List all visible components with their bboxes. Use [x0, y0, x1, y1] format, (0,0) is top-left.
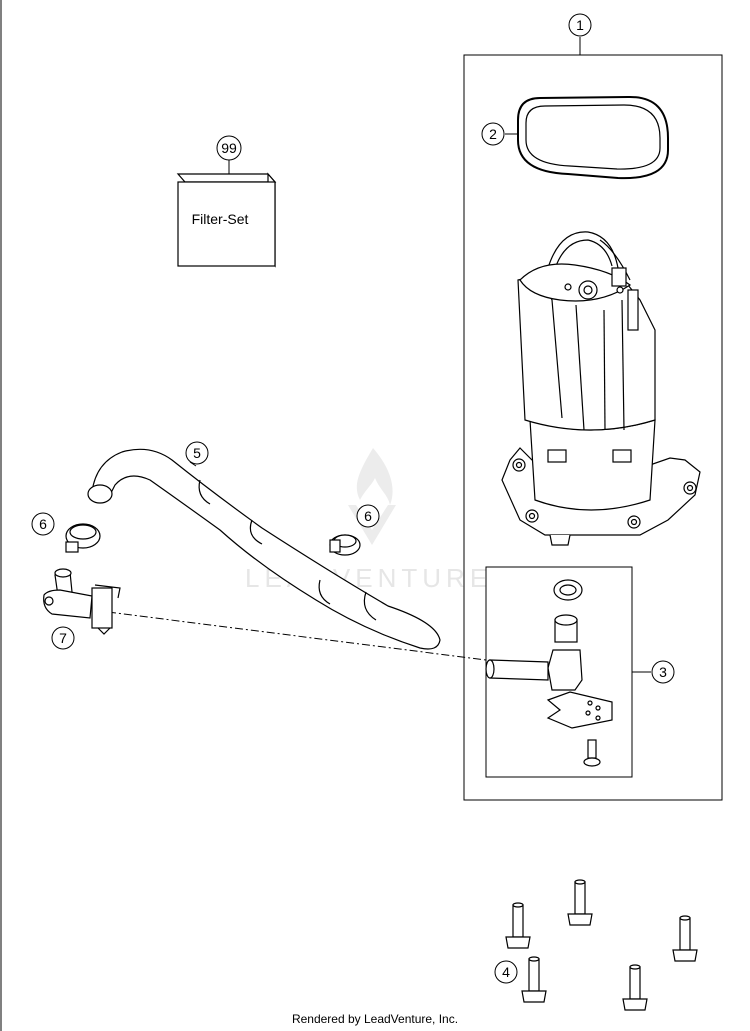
- bolt-3[interactable]: [672, 915, 698, 962]
- footer-credit: Rendered by LeadVenture, Inc.: [291, 1012, 459, 1026]
- screw[interactable]: [583, 739, 601, 767]
- quick-connector-part-7[interactable]: [43, 568, 121, 635]
- callout-4[interactable]: 4: [494, 960, 518, 984]
- bolt-4[interactable]: [521, 956, 547, 1003]
- bracket-plate[interactable]: [546, 691, 613, 729]
- callout-7[interactable]: 7: [51, 626, 75, 650]
- callout-2[interactable]: 2: [481, 122, 505, 146]
- bolt-5[interactable]: [622, 964, 648, 1011]
- callout-99-label: 99: [221, 140, 237, 156]
- callout-3-label: 3: [659, 664, 667, 680]
- callout-4-label: 4: [502, 964, 510, 980]
- outlet-elbow-fitting[interactable]: [485, 614, 583, 691]
- callout-6-left-label: 6: [39, 516, 47, 532]
- callout-6-right[interactable]: 6: [356, 504, 380, 528]
- bolts-part-4[interactable]: [505, 879, 698, 1011]
- callout-2-label: 2: [489, 126, 497, 142]
- filter-set-label: Filter-Set: [192, 211, 249, 227]
- callout-3[interactable]: 3: [651, 660, 675, 684]
- hose-clamp-right[interactable]: [329, 534, 361, 556]
- watermark-flame-icon: [348, 448, 396, 545]
- bolt-2[interactable]: [567, 879, 593, 926]
- o-ring[interactable]: [553, 579, 583, 601]
- callout-1[interactable]: 1: [568, 13, 592, 37]
- filter-set-box[interactable]: [176, 172, 277, 268]
- callout-6-right-label: 6: [364, 508, 372, 524]
- assembly-box-part-1: [463, 54, 723, 801]
- fuel-hose-part-5[interactable]: [87, 448, 441, 650]
- callout-7-label: 7: [59, 630, 67, 646]
- callout-5[interactable]: 5: [185, 441, 209, 465]
- callout-5-label: 5: [193, 445, 201, 461]
- gasket-part-2[interactable]: [517, 95, 669, 180]
- callout-1-label: 1: [576, 17, 584, 33]
- bolt-1[interactable]: [505, 902, 531, 949]
- callout-99[interactable]: 99: [216, 135, 242, 161]
- fuel-pump-body[interactable]: [501, 231, 701, 546]
- callout-6-left[interactable]: 6: [31, 512, 55, 536]
- hose-clamp-left[interactable]: [65, 523, 101, 553]
